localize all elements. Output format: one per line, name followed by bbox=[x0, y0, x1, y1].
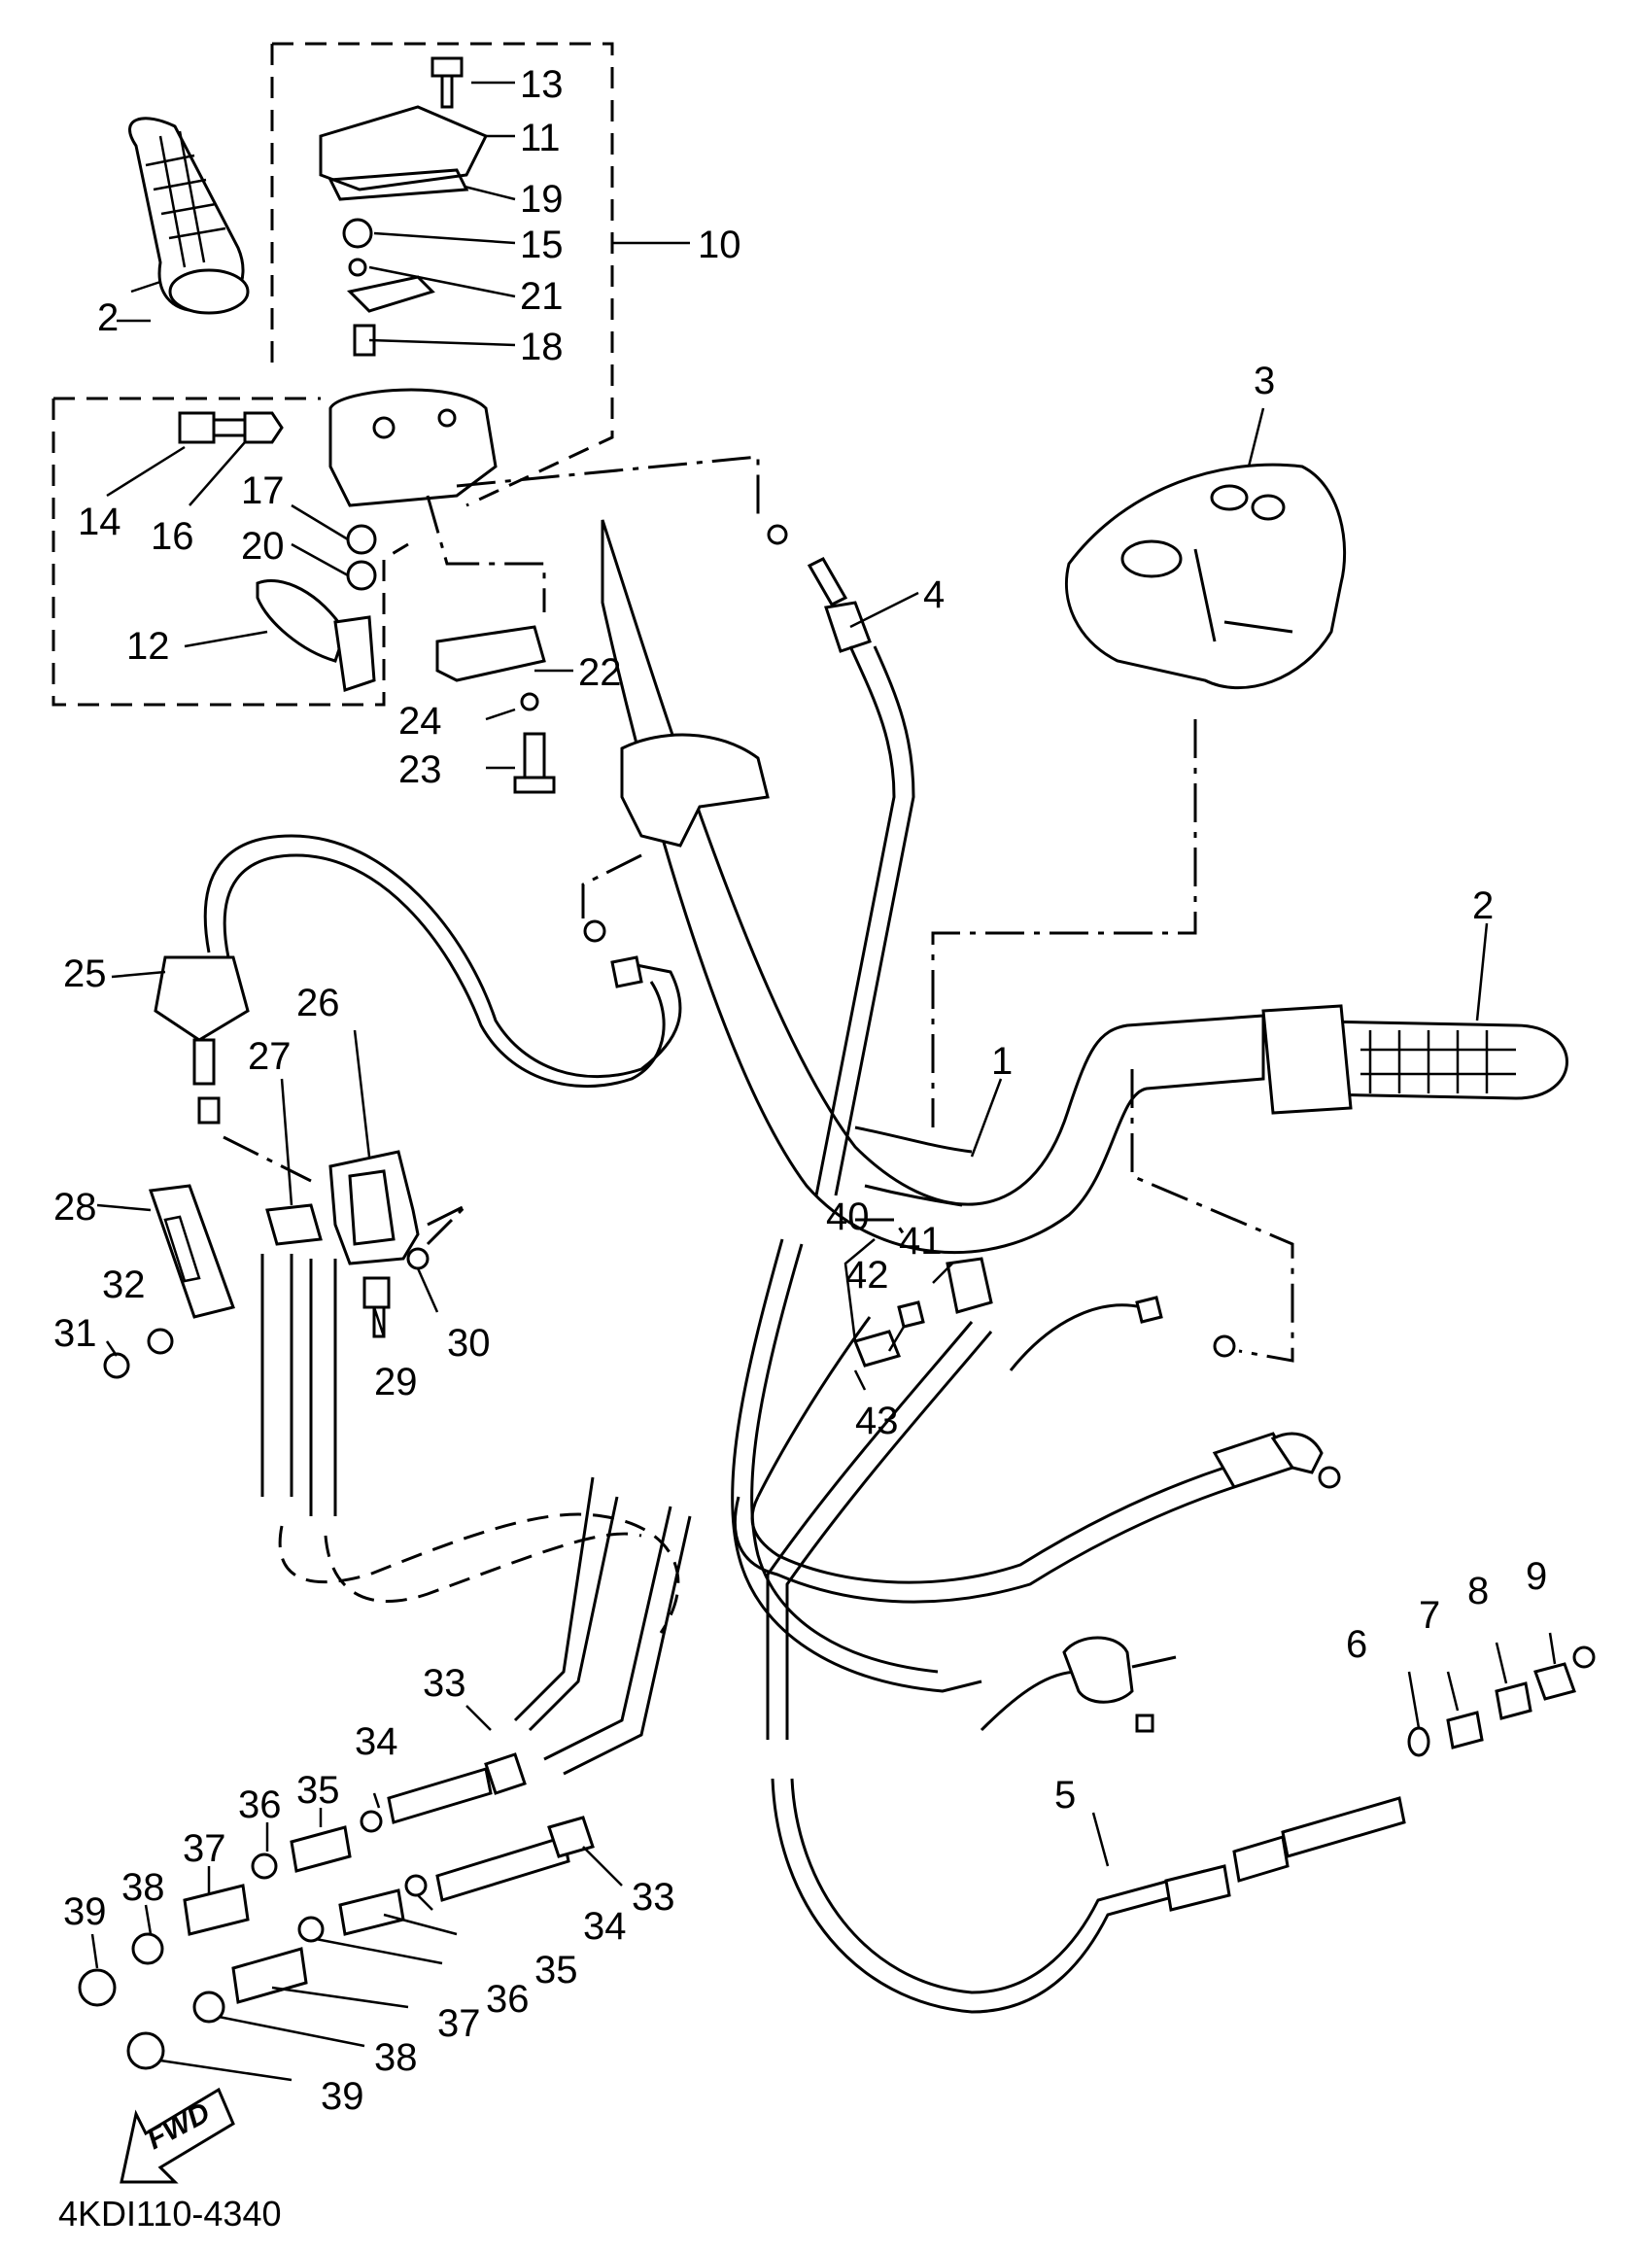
switch-cable-40-43 bbox=[733, 1257, 1341, 1604]
document-code: 4KDI110-4340 bbox=[58, 2194, 282, 2234]
brake-cable-upper bbox=[203, 834, 682, 1088]
throttle-cable bbox=[767, 524, 915, 1196]
cable-connector bbox=[980, 1636, 1177, 1733]
part-label-35-upper: 35 bbox=[296, 1769, 340, 1812]
part-label-16: 16 bbox=[151, 515, 194, 558]
part-label-40: 40 bbox=[826, 1195, 870, 1238]
part-label-39-upper: 39 bbox=[63, 1890, 107, 1933]
part-label-21: 21 bbox=[520, 275, 564, 318]
part-label-14: 14 bbox=[78, 501, 121, 543]
assembly-boundary-10 bbox=[52, 42, 614, 707]
part-label-7: 7 bbox=[1419, 1594, 1440, 1637]
part-label-26: 26 bbox=[296, 982, 340, 1024]
part-label-24: 24 bbox=[398, 700, 442, 743]
part-label-37-lower: 37 bbox=[437, 2002, 481, 2045]
throttle-housing-cover bbox=[1064, 463, 1347, 690]
part-label-8: 8 bbox=[1467, 1570, 1489, 1612]
brake-cables-lower bbox=[260, 1254, 692, 1776]
part-label-20: 20 bbox=[241, 525, 285, 568]
parts-6-9 bbox=[1407, 1645, 1596, 1757]
mounting-plate-28 bbox=[148, 1184, 235, 1319]
part-label-12: 12 bbox=[126, 625, 170, 668]
reference-dashdot-lines bbox=[223, 455, 1294, 1363]
part-label-32: 32 bbox=[102, 1264, 146, 1306]
part-label-15: 15 bbox=[520, 224, 564, 266]
fwd-direction-arrow: FWD bbox=[120, 2087, 235, 2184]
part-label-30: 30 bbox=[447, 1322, 491, 1365]
part-label-38-upper: 38 bbox=[121, 1866, 165, 1909]
part-label-5: 5 bbox=[1054, 1774, 1076, 1817]
part-label-25: 25 bbox=[63, 952, 107, 995]
part-label-28: 28 bbox=[53, 1186, 97, 1229]
right-grip bbox=[1261, 1004, 1568, 1115]
part-label-3: 3 bbox=[1254, 360, 1275, 402]
part-label-4: 4 bbox=[923, 573, 945, 616]
part-label-6: 6 bbox=[1346, 1623, 1367, 1666]
part-label-43: 43 bbox=[855, 1400, 899, 1442]
cable-block-27 bbox=[265, 1203, 323, 1246]
part-label-38-lower: 38 bbox=[374, 2036, 418, 2079]
cable-bracket-26 bbox=[328, 1150, 420, 1265]
part-label-13: 13 bbox=[520, 63, 564, 106]
brake-cable-junction bbox=[154, 955, 250, 1125]
part-label-23: 23 bbox=[398, 748, 442, 791]
part-label-35-lower: 35 bbox=[534, 1949, 578, 1991]
part-label-19: 19 bbox=[520, 178, 564, 221]
part-label-2-left: 2 bbox=[97, 296, 119, 339]
part-label-39-lower: 39 bbox=[321, 2075, 364, 2118]
part-label-1: 1 bbox=[991, 1040, 1013, 1083]
part-number-labels: 13 11 19 15 10 21 18 2 14 16 17 20 12 22… bbox=[53, 63, 1547, 2118]
part-label-10: 10 bbox=[698, 224, 741, 266]
part-label-37-upper: 37 bbox=[183, 1827, 226, 1870]
part-label-31: 31 bbox=[53, 1312, 97, 1355]
part-label-33-lower: 33 bbox=[632, 1876, 675, 1919]
part-label-2-right: 2 bbox=[1472, 884, 1494, 927]
part-label-41: 41 bbox=[899, 1220, 943, 1263]
part-label-34-lower: 34 bbox=[583, 1905, 627, 1948]
part-label-18: 18 bbox=[520, 326, 564, 368]
brake-cable-5 bbox=[731, 1238, 1406, 2014]
handlebar bbox=[601, 519, 1265, 1255]
adjuster-parts bbox=[78, 1752, 595, 2070]
part-label-33-upper: 33 bbox=[423, 1662, 466, 1705]
part-label-34-upper: 34 bbox=[355, 1720, 398, 1763]
part-label-42: 42 bbox=[845, 1254, 889, 1297]
part-label-27: 27 bbox=[248, 1035, 292, 1078]
part-label-22: 22 bbox=[578, 651, 622, 694]
part-label-11: 11 bbox=[520, 117, 561, 159]
leader-lines bbox=[90, 81, 1557, 2082]
switch-cover-parts bbox=[178, 56, 556, 794]
part-label-29: 29 bbox=[374, 1361, 418, 1403]
part-label-36-upper: 36 bbox=[238, 1783, 282, 1826]
part-label-17: 17 bbox=[241, 469, 285, 512]
part-label-36-lower: 36 bbox=[486, 1978, 530, 2021]
left-grip bbox=[128, 117, 250, 315]
fasteners-29-32 bbox=[103, 1247, 430, 1379]
part-label-9: 9 bbox=[1526, 1555, 1547, 1598]
